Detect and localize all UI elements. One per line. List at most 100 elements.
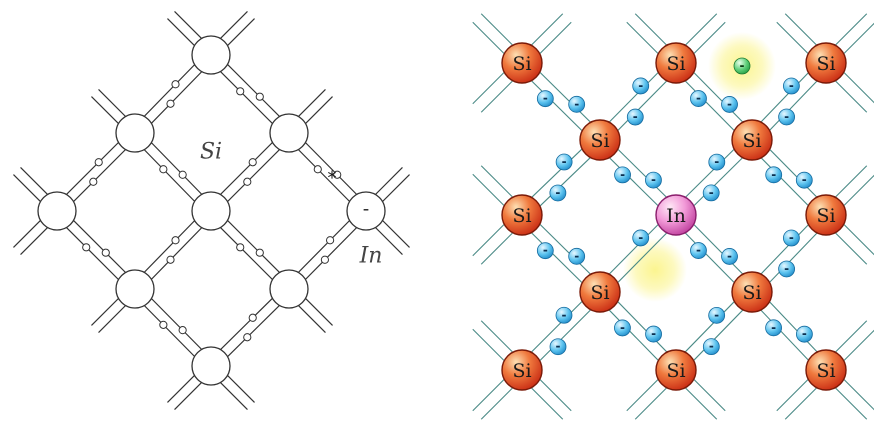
silicon-atom <box>501 194 543 236</box>
silicon-atom-label: Si <box>816 53 835 75</box>
electron <box>568 95 586 113</box>
valence-electron <box>248 158 257 167</box>
electron-sign: - <box>696 91 701 105</box>
valence-electron <box>82 243 91 252</box>
silicon-label: Si <box>200 140 222 165</box>
electron <box>568 247 586 265</box>
silicon-atom-label: Si <box>742 282 761 304</box>
electron-sign: - <box>696 243 701 257</box>
electron <box>782 77 800 95</box>
left-electrons <box>82 80 342 342</box>
electron-sign: - <box>543 91 548 105</box>
electron <box>795 171 813 189</box>
electron-sign: - <box>802 327 807 341</box>
electron <box>549 338 567 356</box>
electron-sign: - <box>633 110 638 124</box>
electron <box>765 319 782 337</box>
valence-electron <box>326 236 335 245</box>
valence-electron <box>171 80 180 89</box>
free-electron-sign: - <box>740 59 745 73</box>
valence-electron <box>159 320 168 329</box>
silicon-atom <box>191 346 231 386</box>
electron <box>536 90 554 108</box>
valence-electron <box>236 243 245 252</box>
electron <box>555 306 573 324</box>
electron <box>614 319 631 337</box>
silicon-atom <box>805 194 847 236</box>
valence-electron <box>166 255 175 264</box>
silicon-atom-label: Si <box>816 360 835 382</box>
electron <box>778 260 796 278</box>
electron-sign: - <box>651 173 656 187</box>
silicon-atom <box>191 35 231 75</box>
silicon-atom <box>115 269 155 309</box>
valence-electron <box>248 313 257 322</box>
electron <box>708 306 726 324</box>
electron-sign: - <box>562 155 567 169</box>
electron-sign: - <box>620 167 625 181</box>
indium-label: In <box>359 244 383 269</box>
electron <box>645 171 662 189</box>
electron <box>626 108 644 126</box>
electron-sign: - <box>543 243 548 257</box>
electron <box>690 90 707 107</box>
electron <box>708 153 726 171</box>
electron <box>782 229 800 247</box>
left-lattice-diagram: Si-In* <box>13 11 410 410</box>
electron-sign: - <box>727 97 732 111</box>
electron-sign: - <box>784 261 789 275</box>
silicon-atom <box>115 113 155 153</box>
silicon-atom-label: Si <box>590 130 609 152</box>
valence-electron <box>178 170 187 179</box>
valence-electron <box>166 99 175 108</box>
silicon-atom-label: Si <box>742 130 761 152</box>
valence-electron <box>333 170 342 179</box>
electron-sign: - <box>727 249 732 263</box>
valence-electron <box>255 92 264 101</box>
right-electrons: ------------------------------- <box>536 77 813 356</box>
electron-sign: - <box>620 320 625 334</box>
electron-sign: - <box>789 79 794 93</box>
silicon-atom <box>501 349 543 391</box>
silicon-atom-label: Si <box>816 205 835 227</box>
valence-electron <box>171 236 180 245</box>
impurity-charge-sign: - <box>363 199 370 220</box>
electron-sign: - <box>574 97 579 111</box>
silicon-atom <box>805 42 847 84</box>
silicon-atom <box>655 349 697 391</box>
silicon-atom <box>655 42 697 84</box>
electron-sign: - <box>714 155 719 169</box>
electron <box>690 242 707 259</box>
electron-sign: - <box>771 320 776 334</box>
indium-atom <box>655 194 697 236</box>
silicon-atom <box>191 191 231 231</box>
electron-sign: - <box>638 78 643 92</box>
indium-atom-label: In <box>666 205 686 227</box>
silicon-atom <box>579 271 621 313</box>
electron <box>702 338 720 356</box>
hole-glow <box>623 238 687 302</box>
electron-sign: - <box>709 339 714 353</box>
electron-sign: - <box>709 185 714 199</box>
electron <box>645 325 662 343</box>
silicon-atom-label: Si <box>666 53 685 75</box>
valence-electron <box>313 165 322 174</box>
electron-sign: - <box>556 339 561 353</box>
valence-electron <box>101 248 110 257</box>
silicon-atom-label: Si <box>512 53 531 75</box>
valence-electron <box>89 177 98 186</box>
valence-electron <box>159 165 168 174</box>
valence-electron <box>243 177 252 186</box>
electron-sign: - <box>789 231 794 245</box>
impurity-atom <box>346 191 386 231</box>
electron <box>721 248 738 265</box>
valence-electron <box>94 158 103 167</box>
electron <box>632 77 650 95</box>
electron-sign: - <box>802 173 807 187</box>
electron-sign: - <box>562 308 567 322</box>
electron-sign: - <box>651 327 656 341</box>
electron <box>549 184 567 202</box>
electron-sign: - <box>555 185 560 199</box>
electron <box>765 166 783 184</box>
